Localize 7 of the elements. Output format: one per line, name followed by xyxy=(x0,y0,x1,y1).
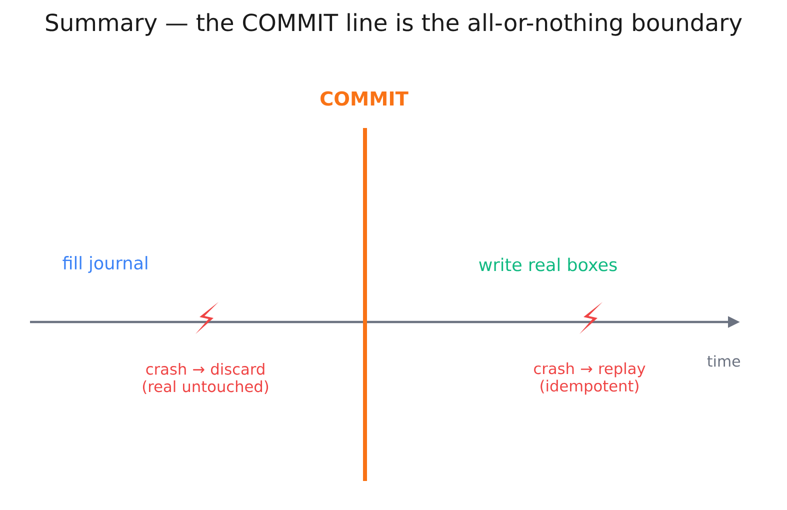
axis-label: time xyxy=(707,355,740,367)
crash-note: crash → replay (idempotent) xyxy=(534,362,646,395)
crash-note: crash → discard (real untouched) xyxy=(142,362,268,394)
phase-label: fill journal xyxy=(62,256,148,273)
phase-label: write real boxes xyxy=(479,258,617,272)
boundary-label: COMMIT xyxy=(320,91,408,106)
title: Summary — the COMMIT line is the all-or-nothing boundary xyxy=(46,13,742,36)
